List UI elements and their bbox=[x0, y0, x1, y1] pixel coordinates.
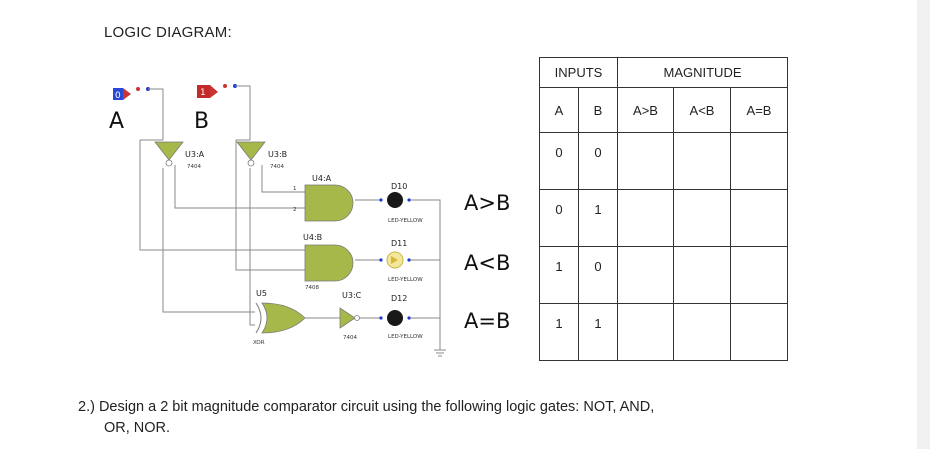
u4b-part: 7408 bbox=[305, 285, 319, 291]
cell-eq[interactable] bbox=[730, 132, 788, 190]
output-label-gt: A>B bbox=[464, 191, 510, 215]
cell-gt[interactable] bbox=[617, 189, 674, 247]
led-d12 bbox=[379, 310, 411, 326]
svg-text:1: 1 bbox=[293, 186, 297, 192]
question-line-1: 2.) Design a 2 bit magnitude comparator … bbox=[78, 399, 655, 415]
cell-lt[interactable] bbox=[673, 132, 731, 190]
header-magnitude: MAGNITUDE bbox=[617, 57, 788, 88]
xor-gate-u5[interactable] bbox=[255, 302, 306, 334]
question-line-2: OR, NOR. bbox=[104, 420, 171, 436]
input-a-label: A bbox=[109, 109, 124, 134]
input-a-state: 0 bbox=[115, 91, 121, 101]
input-b-state: 1 bbox=[200, 88, 206, 98]
output-label-eq: A=B bbox=[464, 309, 510, 333]
u5-part: XOR bbox=[253, 340, 265, 346]
d10-type: LED-YELLOW bbox=[388, 218, 423, 224]
diagram-heading: LOGIC DIAGRAM: bbox=[104, 24, 232, 41]
cell-a: 1 bbox=[539, 303, 579, 361]
logic-circuit: 0 A 1 B U3:A 7404 bbox=[109, 84, 510, 357]
input-b-label: B bbox=[194, 109, 209, 134]
question-text: 2.) Design a 2 bit magnitude comparator … bbox=[78, 397, 798, 439]
output-label-lt: A<B bbox=[464, 251, 510, 275]
logic-input-a[interactable]: 0 bbox=[113, 87, 150, 101]
u5-name: U5 bbox=[256, 289, 267, 298]
d12-type: LED-YELLOW bbox=[388, 334, 423, 340]
col-header-lt: A<B bbox=[673, 87, 731, 133]
col-header-a: A bbox=[539, 87, 579, 133]
col-header-gt: A>B bbox=[617, 87, 674, 133]
table-row: 0 0 bbox=[539, 132, 788, 190]
u4b-name: U4:B bbox=[303, 233, 322, 242]
d11-name: D11 bbox=[391, 239, 407, 248]
d10-name: D10 bbox=[391, 182, 407, 191]
cell-a: 0 bbox=[539, 132, 579, 190]
col-header-b: B bbox=[578, 87, 618, 133]
d11-type: LED-YELLOW bbox=[388, 277, 423, 283]
cell-b: 0 bbox=[578, 132, 618, 190]
and-gate-u4a[interactable] bbox=[304, 184, 354, 222]
cell-a: 0 bbox=[539, 189, 579, 247]
cell-lt[interactable] bbox=[673, 246, 731, 304]
col-header-eq: A=B bbox=[730, 87, 788, 133]
cell-lt[interactable] bbox=[673, 303, 731, 361]
led-d11 bbox=[379, 251, 411, 269]
scrollbar-track[interactable] bbox=[917, 0, 930, 449]
logic-input-b[interactable]: 1 bbox=[197, 84, 237, 98]
table-row: 0 1 bbox=[539, 189, 788, 247]
u3b-part: 7404 bbox=[270, 164, 284, 170]
svg-text:2: 2 bbox=[293, 207, 297, 213]
table-row: 1 0 bbox=[539, 246, 788, 304]
u3c-part: 7404 bbox=[343, 335, 357, 341]
truth-table: INPUTS MAGNITUDE A B A>B A<B A=B 0 0 0 1… bbox=[539, 57, 788, 361]
cell-lt[interactable] bbox=[673, 189, 731, 247]
cell-a: 1 bbox=[539, 246, 579, 304]
not-gate-u3c[interactable] bbox=[339, 307, 360, 329]
cell-eq[interactable] bbox=[730, 246, 788, 304]
u3b-name: U3:B bbox=[268, 150, 287, 159]
cell-gt[interactable] bbox=[617, 303, 674, 361]
u3a-name: U3:A bbox=[185, 150, 205, 159]
cell-b: 1 bbox=[578, 303, 618, 361]
cell-eq[interactable] bbox=[730, 189, 788, 247]
cell-b: 0 bbox=[578, 246, 618, 304]
cell-gt[interactable] bbox=[617, 246, 674, 304]
table-row: 1 1 bbox=[539, 303, 788, 361]
cell-gt[interactable] bbox=[617, 132, 674, 190]
cell-b: 1 bbox=[578, 189, 618, 247]
d12-name: D12 bbox=[391, 294, 407, 303]
u4a-name: U4:A bbox=[312, 174, 332, 183]
cell-eq[interactable] bbox=[730, 303, 788, 361]
not-gate-u3b[interactable] bbox=[236, 141, 266, 167]
circuit-wires bbox=[139, 85, 446, 357]
u3c-name: U3:C bbox=[342, 291, 362, 300]
u3a-part: 7404 bbox=[187, 164, 201, 170]
led-d10 bbox=[379, 192, 411, 208]
header-inputs: INPUTS bbox=[539, 57, 618, 88]
not-gate-u3a[interactable] bbox=[154, 141, 184, 167]
and-gate-u4b[interactable] bbox=[304, 244, 354, 282]
